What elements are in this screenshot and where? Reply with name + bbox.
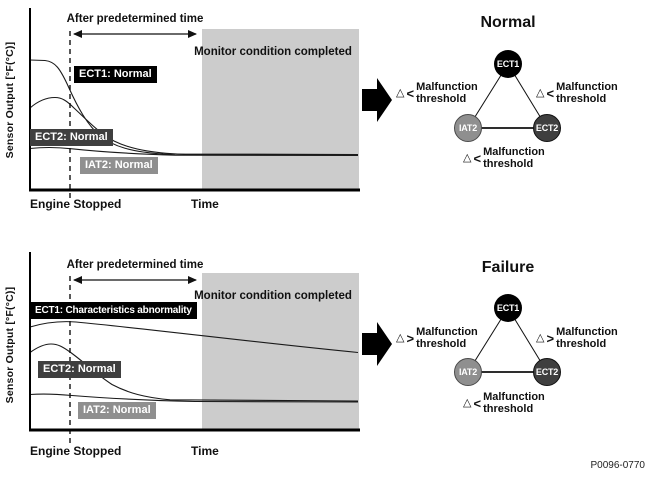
monitor-condition-label-normal: Monitor condition completed <box>194 46 352 58</box>
arrowhead-right-failure <box>188 276 197 284</box>
iat2-curve-label-normal: IAT2: Normal <box>80 157 158 174</box>
iat2-curve-label-failure: IAT2: Normal <box>78 402 156 419</box>
triangle-delta-icon: △ <box>536 332 545 344</box>
node-ect2-normal: ECT2 <box>533 114 561 142</box>
threshold-text-line1: Malfunction <box>416 81 478 93</box>
arrowhead-left-failure <box>73 276 82 284</box>
monitor-region-normal <box>202 29 359 190</box>
threshold-label-bottom-normal: △ < Malfunction threshold <box>463 146 545 170</box>
comparator-sign: > <box>406 331 415 346</box>
triangle-delta-icon: △ <box>396 87 405 99</box>
triangle-delta-icon: △ <box>463 397 472 409</box>
threshold-label-bottom-failure: △ < Malfunction threshold <box>463 391 545 415</box>
comparator-sign: < <box>473 396 482 411</box>
threshold-label-right-normal: △ < Malfunction threshold <box>536 81 618 105</box>
threshold-label-left-normal: △ < Malfunction threshold <box>396 81 478 105</box>
triangle-delta-icon: △ <box>396 332 405 344</box>
threshold-text-line2: threshold <box>556 92 607 105</box>
threshold-text-line1: Malfunction <box>556 326 618 338</box>
threshold-text-line1: Malfunction <box>483 391 545 403</box>
threshold-label-right-failure: △ > Malfunction threshold <box>536 326 618 350</box>
after-predetermined-time-label-normal: After predetermined time <box>66 13 204 25</box>
engine-stopped-label-normal: Engine Stopped <box>30 197 122 211</box>
monitor-condition-label-failure: Monitor condition completed <box>194 290 352 302</box>
threshold-text-line2: threshold <box>416 92 467 105</box>
node-ect1-normal: ECT1 <box>494 50 522 78</box>
ect2-curve-label-failure: ECT2: Normal <box>38 361 121 378</box>
node-iat2-failure: IAT2 <box>454 358 482 386</box>
threshold-text-line1: Malfunction <box>483 146 545 158</box>
comparator-sign: < <box>546 86 555 101</box>
comparator-sign: > <box>546 331 555 346</box>
flow-arrow-normal <box>362 78 392 122</box>
monitor-region-failure <box>202 273 359 430</box>
time-label-failure: Time <box>191 444 219 458</box>
threshold-text-line2: threshold <box>483 157 534 170</box>
iat2-curve-failure <box>29 393 359 403</box>
node-ect2-failure: ECT2 <box>533 358 561 386</box>
comparator-sign: < <box>473 151 482 166</box>
y-axis-label-failure: Sensor Output [°F(°C)] <box>4 286 16 404</box>
threshold-label-left-failure: △ > Malfunction threshold <box>396 326 478 350</box>
ect1-curve-label-normal: ECT1: Normal <box>74 66 157 83</box>
ect1-curve-failure <box>29 321 359 354</box>
iat2-curve-normal <box>29 146 359 157</box>
comparator-sign: < <box>406 86 415 101</box>
threshold-text-line1: Malfunction <box>556 81 618 93</box>
threshold-text-line2: threshold <box>556 337 607 350</box>
figure-code: P0096-0770 <box>590 460 646 471</box>
threshold-text-line1: Malfunction <box>416 326 478 338</box>
arrowhead-right-normal <box>188 30 197 38</box>
time-label-normal: Time <box>191 197 219 211</box>
failure-title: Failure <box>481 259 535 276</box>
ect2-curve-normal <box>29 96 359 156</box>
triangle-delta-icon: △ <box>463 152 472 164</box>
arrowhead-left-normal <box>73 30 82 38</box>
flow-arrow-failure <box>362 322 392 366</box>
node-ect1-failure: ECT1 <box>494 294 522 322</box>
threshold-text-line2: threshold <box>483 402 534 415</box>
ect1-curve-label-failure: ECT1: Characteristics abnormality <box>30 302 197 319</box>
normal-title: Normal <box>480 14 536 31</box>
triangle-delta-icon: △ <box>536 87 545 99</box>
ect2-curve-label-normal: ECT2: Normal <box>30 129 113 146</box>
engine-stopped-label-failure: Engine Stopped <box>30 444 122 458</box>
node-iat2-normal: IAT2 <box>454 114 482 142</box>
threshold-text-line2: threshold <box>416 337 467 350</box>
after-predetermined-time-label-failure: After predetermined time <box>66 259 204 271</box>
y-axis-label-normal: Sensor Output [°F(°C)] <box>4 41 16 159</box>
